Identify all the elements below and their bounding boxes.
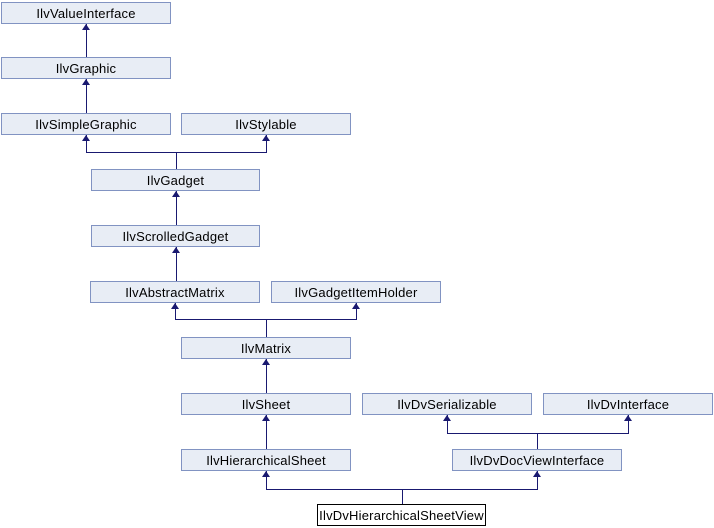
inheritance-edge-line	[266, 489, 538, 490]
arrow-up-icon	[82, 79, 90, 85]
class-node-label: IlvGraphic	[55, 60, 117, 76]
class-node-IlvDvInterface[interactable]: IlvDvInterface	[543, 393, 713, 415]
class-node-label: IlvAbstractMatrix	[125, 284, 225, 300]
inheritance-edge-line	[266, 359, 267, 393]
inheritance-edge-line	[266, 135, 267, 152]
inheritance-edge-line	[86, 152, 267, 153]
inheritance-edge-line	[176, 191, 177, 225]
arrow-up-icon	[262, 359, 270, 365]
arrow-up-icon	[443, 415, 451, 421]
inheritance-edge-line	[356, 303, 357, 319]
arrow-up-icon	[262, 135, 270, 141]
class-node-IlvGadget[interactable]: IlvGadget	[91, 169, 260, 191]
arrow-up-icon	[171, 303, 179, 309]
class-node-IlvSheet[interactable]: IlvSheet	[181, 393, 351, 415]
inheritance-edge-line	[537, 433, 538, 449]
arrow-up-icon	[533, 471, 541, 477]
inheritance-edge-line	[266, 415, 267, 449]
class-node-label: IlvSimpleGraphic	[35, 116, 137, 132]
arrow-up-icon	[262, 415, 270, 421]
class-node-label: IlvGadgetItemHolder	[294, 284, 418, 300]
inheritance-edge-line	[175, 303, 176, 319]
inheritance-edge-line	[447, 433, 629, 434]
arrow-up-icon	[172, 247, 180, 253]
class-node-label: IlvGadget	[146, 172, 205, 188]
class-node-label: IlvMatrix	[240, 340, 292, 356]
inheritance-edge-line	[176, 152, 177, 169]
class-node-label: IlvDvHierarchicalSheetView	[319, 507, 484, 523]
class-node-IlvValueInterface[interactable]: IlvValueInterface	[1, 2, 171, 24]
class-node-IlvMatrix[interactable]: IlvMatrix	[181, 337, 351, 359]
class-node-IlvAbstractMatrix[interactable]: IlvAbstractMatrix	[90, 281, 260, 303]
arrow-up-icon	[82, 135, 90, 141]
inheritance-edge-line	[175, 319, 357, 320]
inheritance-edge-line	[266, 471, 267, 489]
arrow-up-icon	[82, 24, 90, 30]
inheritance-edge-line	[86, 24, 87, 57]
class-node-label: IlvDvInterface	[586, 396, 670, 412]
inheritance-edge-line	[628, 415, 629, 433]
arrow-up-icon	[172, 191, 180, 197]
class-node-label: IlvScrolledGadget	[122, 228, 229, 244]
inheritance-edge-line	[176, 247, 177, 281]
inheritance-edge-line	[86, 79, 87, 113]
class-node-label: IlvHierarchicalSheet	[206, 452, 326, 468]
class-node-IlvGraphic[interactable]: IlvGraphic	[1, 57, 171, 79]
class-node-IlvGadgetItemHolder[interactable]: IlvGadgetItemHolder	[271, 281, 441, 303]
class-node-label: IlvStylable	[235, 116, 297, 132]
class-node-IlvHierarchicalSheet[interactable]: IlvHierarchicalSheet	[181, 449, 351, 471]
class-node-IlvSimpleGraphic[interactable]: IlvSimpleGraphic	[1, 113, 171, 135]
inheritance-edge-line	[537, 471, 538, 489]
arrow-up-icon	[624, 415, 632, 421]
arrow-up-icon	[262, 471, 270, 477]
class-node-label: IlvDvSerializable	[397, 396, 497, 412]
class-node-label: IlvValueInterface	[36, 5, 136, 21]
class-node-IlvScrolledGadget[interactable]: IlvScrolledGadget	[91, 225, 260, 247]
class-node-IlvDvHierarchicalSheetView: IlvDvHierarchicalSheetView	[317, 504, 486, 526]
class-node-label: IlvDvDocViewInterface	[469, 452, 605, 468]
inheritance-edge-line	[266, 319, 267, 337]
class-node-IlvStylable[interactable]: IlvStylable	[181, 113, 351, 135]
inheritance-edge-line	[447, 415, 448, 433]
inheritance-edge-line	[402, 489, 403, 504]
class-node-label: IlvSheet	[241, 396, 291, 412]
arrow-up-icon	[352, 303, 360, 309]
class-node-IlvDvDocViewInterface[interactable]: IlvDvDocViewInterface	[452, 449, 622, 471]
inheritance-edge-line	[86, 135, 87, 152]
class-node-IlvDvSerializable[interactable]: IlvDvSerializable	[362, 393, 532, 415]
